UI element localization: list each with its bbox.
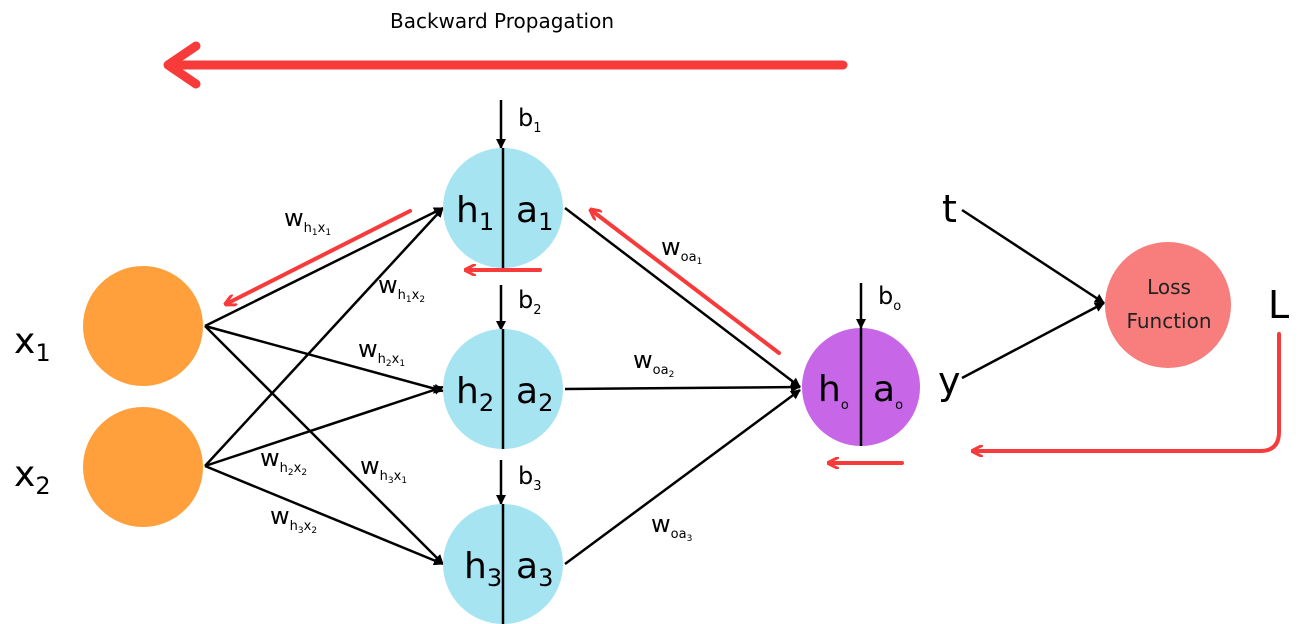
- backward-propagation-arrow: [163, 41, 848, 89]
- weight-label-h3x1: wh3x1: [360, 452, 407, 486]
- bias-label-1: b1: [518, 104, 542, 136]
- backprop-arrows: [226, 209, 1281, 463]
- edge-x1-h3: [204, 325, 444, 565]
- output-a-label: ao: [873, 369, 903, 413]
- weight-label-h3x2: wh3x2: [270, 502, 317, 536]
- input-label-1: x1: [14, 321, 51, 367]
- bias-label-3: b3: [518, 462, 542, 494]
- output-node: ho ao: [802, 328, 920, 446]
- input-label-2: x2: [14, 454, 51, 500]
- edge-t-loss: [961, 208, 1105, 305]
- backprop-arrow-h1-x1: [226, 209, 412, 304]
- edge-x1-h1: [204, 206, 444, 328]
- loss-function-node: Loss Function: [1105, 242, 1231, 368]
- weight-label-h1x2: wh1x2: [378, 271, 425, 305]
- prediction-label: y: [938, 359, 961, 403]
- edge-x2-h1: [204, 207, 444, 467]
- backprop-arrow-o-h1: [591, 210, 781, 355]
- weight-label-oa2: woa2: [633, 346, 674, 380]
- hidden-3-a-label: a3: [516, 546, 553, 592]
- edge-h3-o: [564, 388, 801, 566]
- input-node-1: [83, 266, 203, 386]
- weight-label-oa3: woa3: [651, 510, 692, 544]
- target-label: t: [942, 187, 957, 231]
- input-hidden-edges: [204, 206, 444, 566]
- bias-label-o: bo: [878, 282, 901, 314]
- hidden-node-1: h1 a1: [443, 148, 563, 268]
- hidden-output-edges: [564, 207, 801, 566]
- weight-label-oa1: woa1: [661, 233, 702, 267]
- bias-label-2: b2: [518, 286, 542, 318]
- output-h-label: ho: [818, 369, 849, 413]
- bias-arrows: [496, 100, 866, 505]
- hidden-1-a-label: a1: [516, 190, 553, 236]
- hidden-2-a-label: a2: [516, 371, 553, 417]
- loss-node-line-2: Function: [1126, 309, 1211, 333]
- weight-label-h2x2: wh2x2: [260, 444, 307, 478]
- weight-label-h2x1: wh2x1: [358, 335, 405, 369]
- loss-input-edges: [961, 208, 1105, 380]
- weight-label-h1x1: wh1x1: [284, 204, 331, 238]
- backprop-arrow-loss: [971, 332, 1281, 451]
- loss-label: L: [1268, 283, 1289, 327]
- edge-y-loss: [961, 301, 1105, 380]
- hidden-1-h-label: h1: [456, 190, 494, 236]
- hidden-3-h-label: h3: [464, 546, 502, 592]
- edge-h2-o: [564, 382, 801, 393]
- edge-x1-h2: [204, 324, 444, 394]
- hidden-node-3: h3 a3: [443, 504, 563, 624]
- edge-x2-h3: [204, 464, 444, 566]
- diagram-title: Backward Propagation: [390, 9, 614, 33]
- edge-x2-h2: [204, 385, 444, 468]
- edge-h1-o: [564, 207, 801, 388]
- loss-node-line-1: Loss: [1147, 275, 1191, 299]
- hidden-node-2: h2 a2: [443, 329, 563, 449]
- hidden-2-h-label: h2: [456, 371, 494, 417]
- input-node-2: [83, 407, 203, 527]
